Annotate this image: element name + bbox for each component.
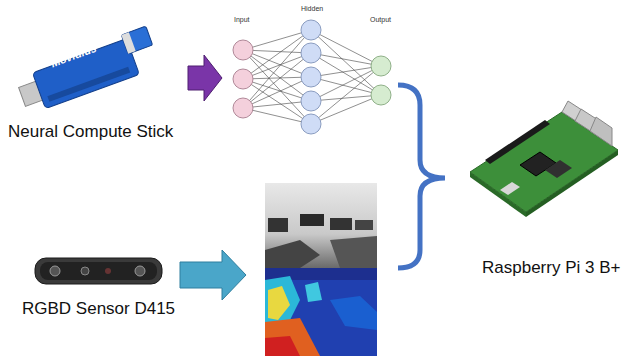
brand-label: Movidius bbox=[49, 42, 98, 71]
raspberry-pi-part bbox=[545, 160, 572, 178]
stick-vent bbox=[47, 67, 130, 102]
depth-image-part bbox=[355, 220, 373, 230]
raspberry-pi-part bbox=[485, 120, 550, 164]
rgbd-sensor-part bbox=[105, 268, 111, 274]
layer-label: Hidden bbox=[301, 5, 323, 13]
depth-image-part bbox=[265, 240, 320, 268]
network-links-part bbox=[311, 95, 381, 124]
depth-image-part bbox=[330, 236, 377, 268]
network-links-part bbox=[243, 50, 311, 124]
hidden-neurons-part bbox=[301, 114, 321, 134]
stick-body bbox=[32, 39, 139, 109]
depth-image-part bbox=[265, 336, 300, 356]
network-links-part bbox=[311, 53, 381, 95]
depth-image-part bbox=[265, 318, 320, 356]
network-links-part bbox=[311, 30, 381, 66]
network-links bbox=[243, 30, 381, 124]
raspberry-pi-part bbox=[590, 117, 612, 146]
raspberry-pi-part bbox=[500, 182, 520, 195]
network-links-part bbox=[311, 66, 381, 101]
neural-network-node: Input HiddenOutput bbox=[222, 2, 412, 138]
network-links-part bbox=[311, 77, 381, 95]
cap-inner bbox=[121, 32, 135, 54]
merge-bracket bbox=[398, 85, 445, 268]
input-neurons-part bbox=[233, 40, 253, 60]
output-neurons bbox=[371, 56, 391, 105]
compute-stick-node: MovidiusNeural Compute Stick bbox=[5, 20, 188, 148]
depth-image-part bbox=[265, 183, 377, 268]
rgbd-sensor-part bbox=[40, 262, 157, 280]
network-links-part bbox=[243, 30, 311, 50]
depth-image-part bbox=[330, 296, 377, 330]
stick-cap bbox=[121, 26, 152, 54]
rgbd-sensor-part bbox=[135, 266, 145, 276]
depth-image-part bbox=[268, 286, 290, 320]
input-neurons-part bbox=[233, 69, 253, 89]
device-caption: Neural Compute Stick bbox=[8, 122, 173, 142]
hidden-neurons-part bbox=[301, 20, 321, 40]
rgbd-sensor-node: RGBD Sensor D415 bbox=[15, 250, 200, 322]
device-caption: Raspberry Pi 3 B+ bbox=[482, 258, 620, 278]
depth-image-part bbox=[300, 214, 324, 226]
network-links-part bbox=[311, 95, 381, 101]
output-neurons-part bbox=[371, 56, 391, 76]
depth-image-part bbox=[268, 218, 288, 232]
network-links-part bbox=[243, 79, 311, 101]
raspberry-pi-part bbox=[470, 112, 618, 212]
raspberry-pi bbox=[470, 101, 618, 217]
rgbd-sensor-part bbox=[35, 258, 162, 284]
input-neurons bbox=[233, 40, 253, 118]
output-neurons-part bbox=[371, 85, 391, 105]
network-links-part bbox=[311, 30, 381, 95]
usb-stick bbox=[16, 39, 140, 115]
device-caption: RGBD Sensor D415 bbox=[22, 299, 175, 319]
layer-label: Output bbox=[370, 16, 391, 24]
raspberry-pi-node: Raspberry Pi 3 B+ bbox=[462, 98, 630, 280]
hidden-neurons-part bbox=[301, 91, 321, 111]
rgbd-sensor-part bbox=[50, 266, 60, 276]
input-neurons-part bbox=[233, 98, 253, 118]
rgbd-sensor bbox=[35, 258, 162, 284]
depth-image-part bbox=[265, 268, 377, 356]
rgbd-sensor-part bbox=[81, 267, 89, 275]
hidden-neurons bbox=[301, 20, 321, 134]
raspberry-pi-part bbox=[470, 172, 526, 217]
hidden-neurons-part bbox=[301, 43, 321, 63]
hidden-neurons-part bbox=[301, 67, 321, 87]
sensor-arrow bbox=[180, 250, 246, 300]
cap-body bbox=[121, 26, 152, 54]
depth-image-part bbox=[305, 282, 322, 302]
layer-label: Input bbox=[234, 16, 250, 24]
network-links-part bbox=[243, 30, 311, 108]
block-arrow bbox=[188, 55, 222, 101]
depth-image-part bbox=[330, 218, 352, 230]
depth-image bbox=[265, 183, 377, 356]
